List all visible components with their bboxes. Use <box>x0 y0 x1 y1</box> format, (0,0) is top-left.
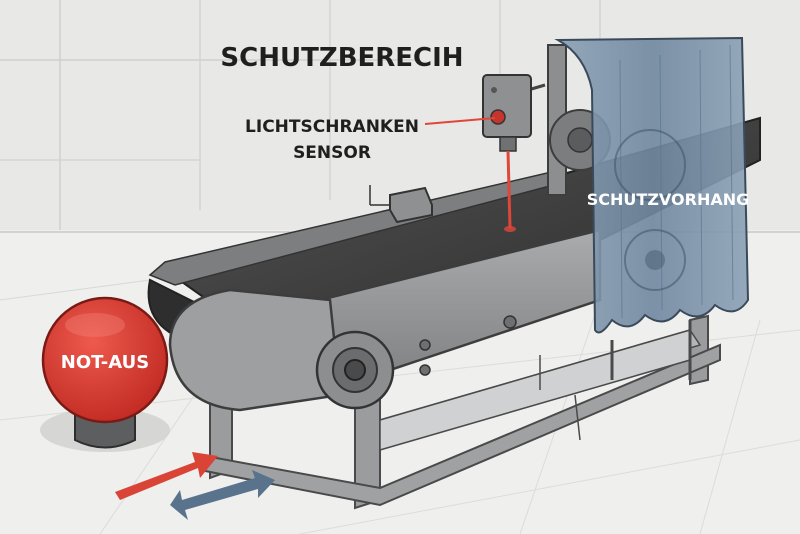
light-barrier-sensor <box>482 74 546 232</box>
title-label: SCHUTZBERECIH <box>220 43 463 73</box>
blue-direction-arrow <box>170 470 275 520</box>
protective-curtain <box>554 36 750 334</box>
red-direction-arrow <box>115 452 218 500</box>
receiver-block <box>369 185 433 224</box>
sensor-callout-line <box>424 117 496 125</box>
sensor-label-line1: LICHTSCHRANKEN <box>245 117 419 137</box>
direction-arrows <box>115 452 275 520</box>
conveyor-roller <box>315 330 395 410</box>
sensor-label-line2: SENSOR <box>293 143 371 163</box>
laser-beam <box>506 150 512 229</box>
emergency-stop-label: NOT-AUS <box>61 352 149 373</box>
emergency-stop-button <box>40 296 170 452</box>
curtain-label: SCHUTZVORHANG <box>587 190 749 209</box>
